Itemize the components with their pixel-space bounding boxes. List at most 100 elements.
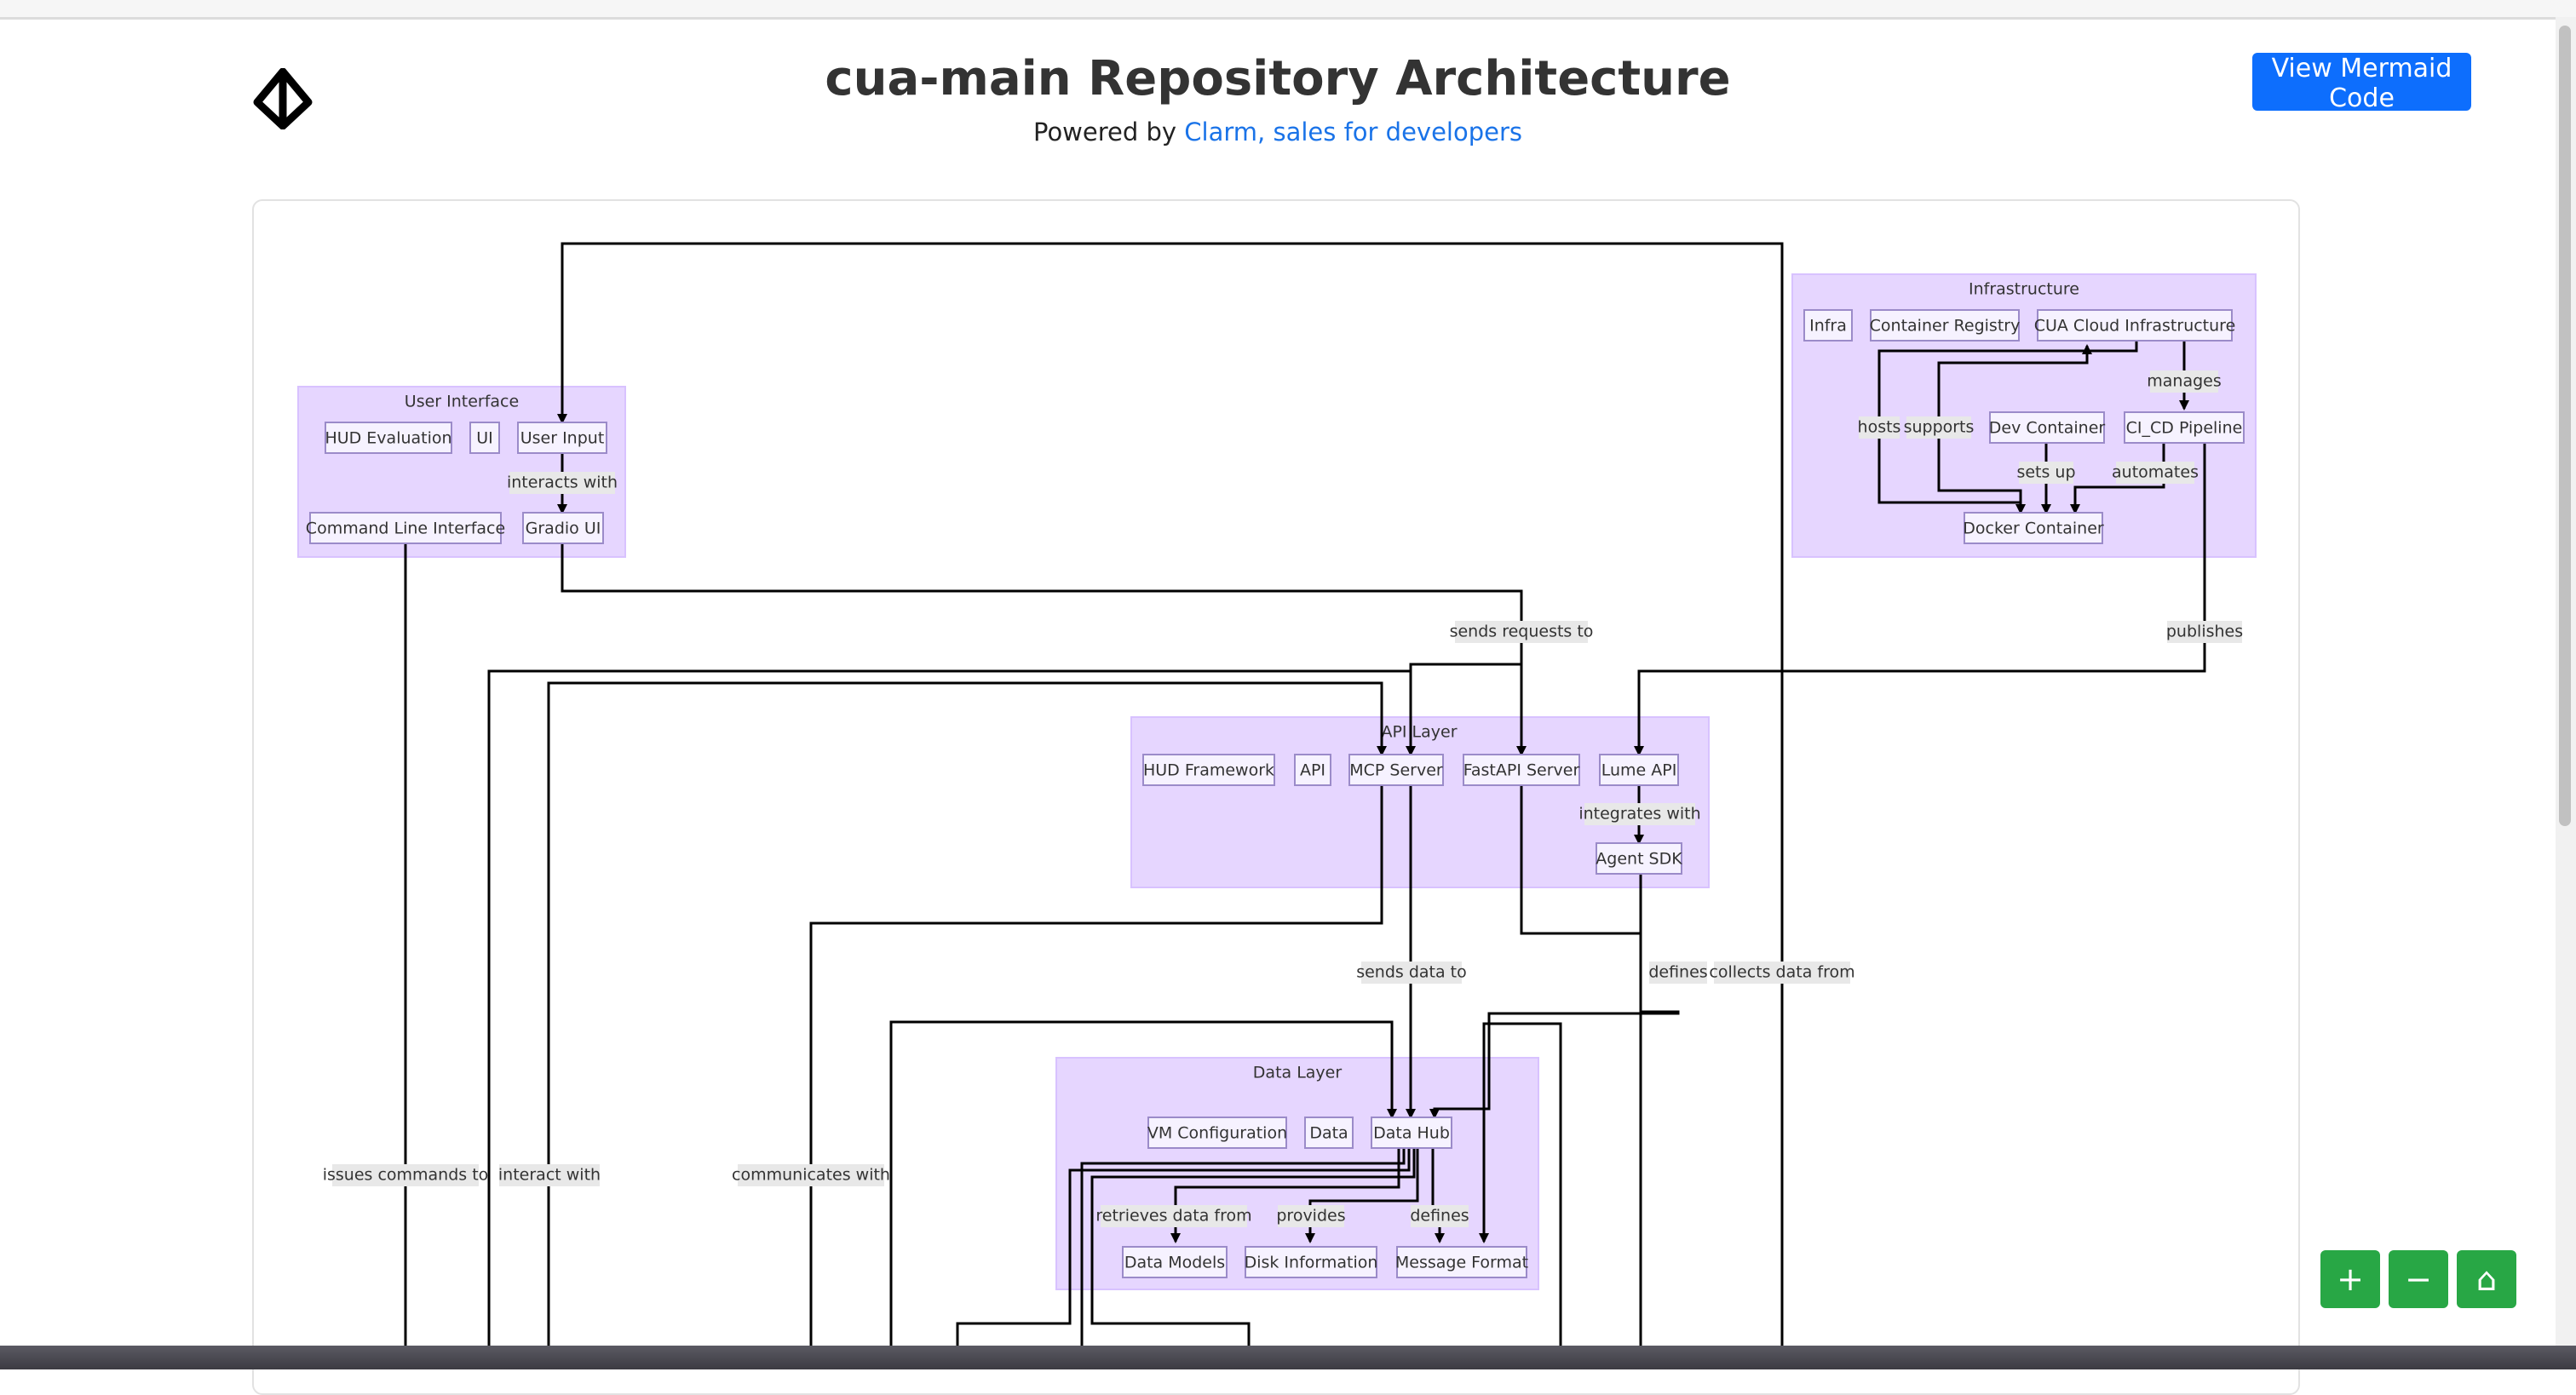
node-data-models[interactable]: Data Models (1122, 1246, 1228, 1278)
svg-text:MCP Server: MCP Server (1349, 761, 1443, 780)
node-message-format[interactable]: Message Format (1395, 1246, 1528, 1278)
svg-text:API: API (1300, 761, 1325, 780)
svg-text:automates: automates (2112, 463, 2199, 482)
edge (1479, 1022, 1562, 1364)
edge (1429, 874, 1680, 1119)
edge-label-defines-2: defines (1410, 1205, 1469, 1227)
svg-text:Gradio UI: Gradio UI (526, 520, 601, 538)
svg-text:User Input: User Input (520, 429, 605, 448)
node-data[interactable]: Data (1304, 1117, 1354, 1149)
node-api[interactable]: API (1294, 754, 1331, 786)
svg-text:Command Line Interface: Command Line Interface (306, 520, 505, 538)
edge-label-sets-up: sets up (2016, 462, 2076, 484)
edge (1090, 1148, 1416, 1364)
diagram-canvas[interactable]: User Interface Infrastructure API Layer … (252, 199, 2300, 1395)
scrollbar-thumb[interactable] (2559, 26, 2571, 826)
powered-by-text: Powered by (1032, 118, 1177, 146)
node-ci-cd-pipeline[interactable]: CI_CD Pipeline (2124, 411, 2245, 444)
node-hud-evaluation[interactable]: HUD Evaluation (325, 422, 452, 454)
edge (487, 669, 1416, 1364)
svg-text:CI_CD Pipeline: CI_CD Pipeline (2126, 419, 2243, 438)
svg-text:Data: Data (1309, 1124, 1348, 1143)
svg-text:UI: UI (476, 429, 493, 448)
svg-text:provides: provides (1276, 1207, 1345, 1226)
svg-text:sets up: sets up (2016, 463, 2075, 482)
top-edge (0, 0, 2576, 20)
logo-icon (253, 68, 313, 129)
dock-bar (0, 1346, 2576, 1369)
svg-text:FastAPI Server: FastAPI Server (1463, 761, 1580, 780)
edge-label-sends-requests-to: sends requests to (1450, 621, 1594, 643)
subgraph-title: User Interface (405, 393, 519, 411)
svg-text:communicates with: communicates with (732, 1166, 890, 1185)
subgraph-title: API Layer (1381, 723, 1457, 742)
clarm-link[interactable]: Clarm, sales for developers (1184, 118, 1523, 146)
page-title: cua-main Repository Architecture (825, 51, 1731, 106)
edge-label-interact-with: interact with (498, 1164, 601, 1186)
svg-text:defines: defines (1410, 1207, 1469, 1226)
node-lume-api[interactable]: Lume API (1599, 754, 1679, 786)
svg-text:sends data to: sends data to (1356, 963, 1467, 982)
svg-text:Container Registry: Container Registry (1870, 317, 2021, 336)
edge-label-manages: manages (2147, 370, 2222, 393)
edge-label-issues-commands-to: issues commands to (323, 1164, 489, 1186)
node-hud-framework[interactable]: HUD Framework (1142, 754, 1275, 786)
edge (889, 1020, 1397, 1364)
subgraph-title: Infrastructure (1969, 280, 2079, 299)
edge-label-integrates-with: integrates with (1578, 803, 1701, 825)
edge-label-automates: automates (2112, 462, 2199, 484)
page-subtitle: Powered by Clarm, sales for developers (0, 118, 2556, 146)
node-docker-container[interactable]: Docker Container (1963, 512, 2104, 544)
edge-label-supports: supports (1904, 416, 1975, 439)
node-ui[interactable]: UI (469, 422, 500, 454)
edge (557, 242, 1784, 1364)
architecture-diagram: User Interface Infrastructure API Layer … (297, 242, 2257, 1364)
svg-text:defines: defines (1648, 963, 1707, 982)
svg-text:Disk Information: Disk Information (1245, 1254, 1378, 1272)
edge (956, 1148, 1411, 1364)
node-container-registry[interactable]: Container Registry (1870, 309, 2021, 342)
svg-text:HUD Framework: HUD Framework (1143, 761, 1274, 780)
svg-text:manages: manages (2147, 372, 2222, 391)
svg-text:Docker Container: Docker Container (1963, 520, 2104, 538)
edge-label-retrieves-data-from: retrieves data from (1095, 1205, 1252, 1227)
edge-label-provides: provides (1276, 1205, 1346, 1227)
edge-label-sends-data-to: sends data to (1356, 962, 1467, 984)
node-cua-cloud-infrastructure[interactable]: CUA Cloud Infrastructure (2034, 309, 2236, 342)
edge-label-publishes: publishes (2166, 621, 2243, 643)
edge-label-hosts: hosts (1858, 416, 1901, 439)
node-mcp-server[interactable]: MCP Server (1348, 754, 1444, 786)
svg-text:Message Format: Message Format (1395, 1254, 1528, 1272)
node-dev-container[interactable]: Dev Container (1989, 411, 2106, 444)
svg-text:hosts: hosts (1858, 418, 1901, 437)
edge (1080, 1148, 1406, 1364)
node-user-input[interactable]: User Input (517, 422, 607, 454)
edge-label-collects-data-from: collects data from (1709, 962, 1855, 984)
svg-text:supports: supports (1904, 418, 1975, 437)
view-mermaid-code-button[interactable]: View Mermaid Code (2252, 53, 2471, 113)
home-icon[interactable]: ⌂ (2457, 1250, 2516, 1308)
node-cli[interactable]: Command Line Interface (306, 512, 505, 544)
node-data-hub[interactable]: Data Hub (1371, 1117, 1452, 1149)
node-infra[interactable]: Infra (1803, 309, 1853, 342)
zoom-in-button[interactable]: + (2320, 1250, 2380, 1308)
svg-text:sends requests to: sends requests to (1450, 623, 1594, 641)
edge-label-interacts-with: interacts with (507, 472, 618, 494)
node-agent-sdk[interactable]: Agent SDK (1596, 842, 1682, 875)
node-gradio-ui[interactable]: Gradio UI (522, 512, 604, 544)
edge (547, 681, 1387, 1364)
svg-text:VM Configuration: VM Configuration (1147, 1124, 1287, 1143)
node-vm-configuration[interactable]: VM Configuration (1147, 1117, 1287, 1149)
svg-text:collects data from: collects data from (1709, 963, 1854, 982)
zoom-out-button[interactable]: − (2389, 1250, 2448, 1308)
svg-text:interact with: interact with (498, 1166, 601, 1185)
svg-text:CUA Cloud Infrastructure: CUA Cloud Infrastructure (2034, 317, 2236, 336)
edge (1634, 443, 2206, 756)
svg-text:issues commands to: issues commands to (323, 1166, 489, 1185)
edge-label-communicates-with: communicates with (732, 1164, 890, 1186)
svg-text:publishes: publishes (2166, 623, 2243, 641)
svg-text:integrates with: integrates with (1578, 805, 1700, 824)
node-disk-information[interactable]: Disk Information (1245, 1246, 1378, 1278)
subgraph-title: Data Layer (1253, 1064, 1343, 1082)
node-fastapi-server[interactable]: FastAPI Server (1463, 754, 1580, 786)
